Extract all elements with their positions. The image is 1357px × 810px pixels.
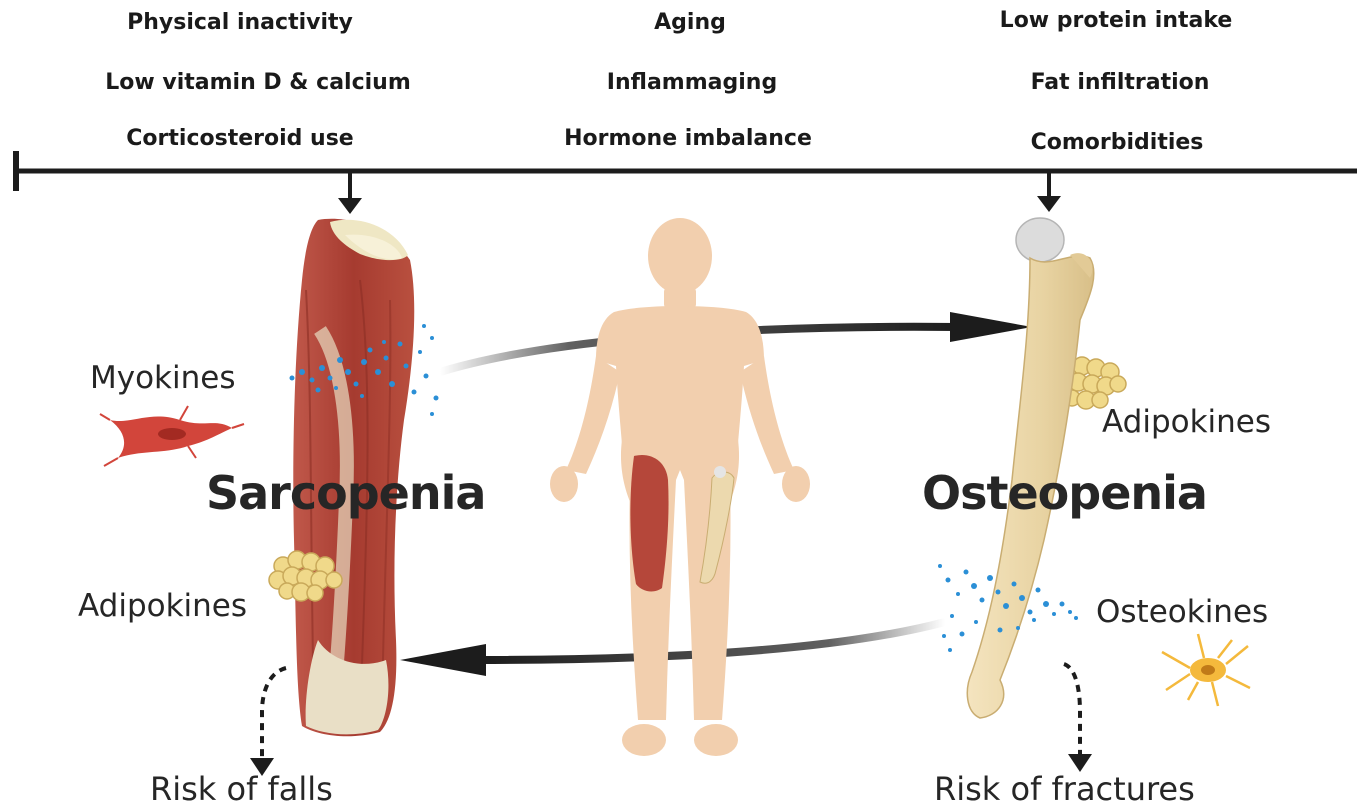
muscle-cell-icon xyxy=(100,406,244,466)
figure-thigh-muscle-icon xyxy=(630,455,668,591)
risk-factor: Low protein intake xyxy=(1000,8,1233,33)
risk-of-falls-label: Risk of falls xyxy=(150,770,333,808)
dashed-arrow-falls-icon xyxy=(250,668,286,776)
arrow-bone-to-muscle xyxy=(400,622,945,676)
myokines-label: Myokines xyxy=(90,360,236,396)
dashed-arrow-fractures-icon xyxy=(1064,664,1092,772)
down-arrow-left-icon xyxy=(338,172,362,214)
risk-factor: Corticosteroid use xyxy=(126,126,353,151)
adipokines-left-label: Adipokines xyxy=(78,588,247,624)
osteopenia-title: Osteopenia xyxy=(922,466,1207,520)
risk-factor: Hormone imbalance xyxy=(564,126,812,151)
risk-factor: Physical inactivity xyxy=(127,10,353,35)
osteokines-label: Osteokines xyxy=(1096,594,1268,630)
risk-factor: Low vitamin D & calcium xyxy=(105,70,411,95)
adipokines-right-label: Adipokines xyxy=(1102,404,1271,440)
human-body-icon xyxy=(550,218,810,756)
osteocyte-icon xyxy=(1162,634,1250,706)
timeline xyxy=(14,151,1357,191)
risk-factor: Fat infiltration xyxy=(1031,70,1210,95)
risk-factor: Aging xyxy=(654,10,726,35)
risk-factor: Inflammaging xyxy=(607,70,777,95)
down-arrow-right-icon xyxy=(1037,172,1061,212)
risk-factor: Comorbidities xyxy=(1031,130,1204,155)
risk-of-fractures-label: Risk of fractures xyxy=(934,770,1195,808)
sarcopenia-title: Sarcopenia xyxy=(206,466,485,520)
